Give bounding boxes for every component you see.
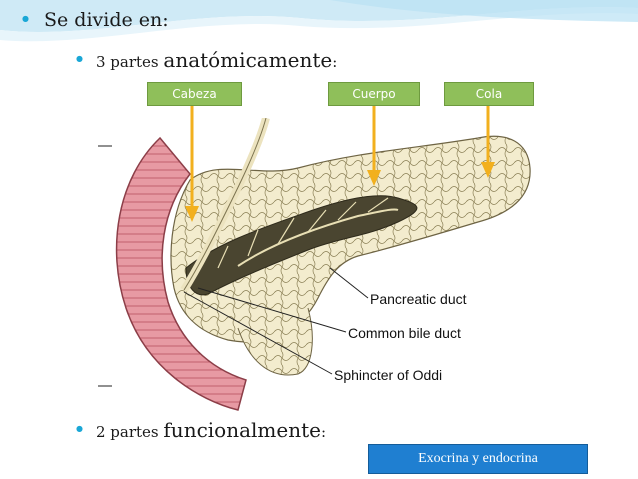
bullet-icon: ● [76,54,83,63]
bullet-1-text: Se divide en: [44,9,169,31]
sphincter-label: Sphincter of Oddi [334,367,442,383]
heading-bullet-1: Se divide en: [44,9,169,31]
label-cuerpo: Cuerpo [328,82,420,106]
label-cola: Cola [444,82,534,106]
label-cabeza-text: Cabeza [172,87,217,101]
bullet-3-emphasis: funcionalmente [163,418,321,442]
header-wave-decoration [0,0,638,42]
arrow-cola [481,106,495,178]
label-cola-text: Cola [475,87,503,101]
heading-bullet-2: 3 partes anatómicamente: [96,48,337,72]
bullet-2-prefix: 3 partes [96,53,164,71]
pancreatic-duct-label: Pancreatic duct [370,291,467,307]
arrow-cuerpo [367,106,381,186]
bullet-2-suffix: : [332,53,338,71]
duodenum-shape [115,136,247,411]
label-funcion: Exocrina y endocrina [368,444,588,474]
pancreatic-duct-shape [185,195,418,296]
label-funcion-text: Exocrina y endocrina [418,451,538,466]
label-cabeza: Cabeza [147,82,242,106]
heading-bullet-3: 2 partes funcionalmente: [96,418,326,442]
arrow-cabeza [185,106,199,222]
common-bile-duct-label: Common bile duct [348,325,461,341]
bullet-3-prefix: 2 partes [96,423,164,441]
bullet-icon: ● [22,14,29,23]
bullet-3-suffix: : [320,423,327,441]
pancreas-shape [170,135,531,343]
bullet-2-emphasis: anatómicamente [163,48,333,72]
pancreas-diagram: Pancreatic duct Common bile duct Sphinct… [98,118,531,411]
bullet-icon: ● [76,424,83,433]
label-cuerpo-text: Cuerpo [352,87,396,101]
